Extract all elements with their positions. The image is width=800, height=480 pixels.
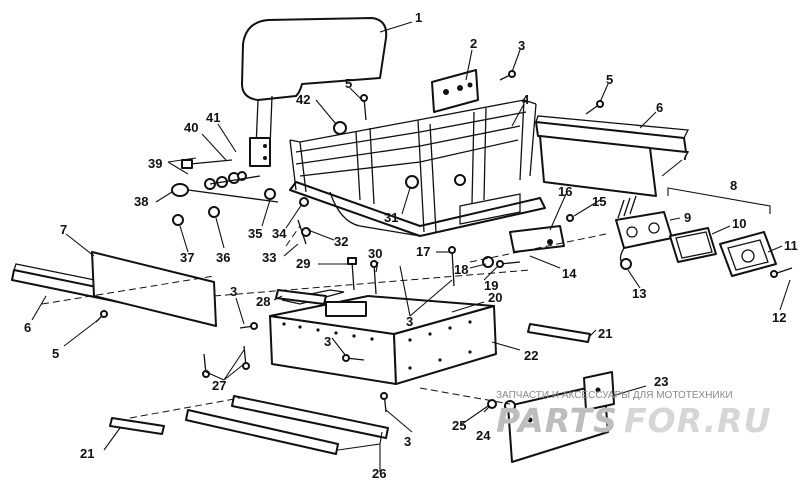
base-rivets: [282, 320, 472, 370]
callout-37: 37: [180, 250, 194, 265]
callout-26: 26: [372, 466, 386, 480]
callout-14: 14: [562, 266, 577, 281]
callout-27: 27: [212, 378, 226, 393]
callout-33: 33: [262, 250, 276, 265]
taillight-housing: [615, 211, 673, 249]
shim-left: [109, 417, 165, 435]
callout-5b: 5: [606, 72, 613, 87]
callout-6: 6: [656, 100, 663, 115]
side-flap-right: [539, 135, 657, 197]
callout-labels: 1 2 3 4 5 5 5 6 6 7 7 8 9 10 11 12 13 14…: [24, 10, 798, 480]
seat-base-box: [269, 289, 497, 385]
callout-3d: 3: [406, 314, 413, 329]
side-rail-right: [535, 115, 690, 153]
callout-23: 23: [654, 374, 668, 389]
callout-4: 4: [522, 92, 530, 107]
callout-30: 30: [368, 246, 382, 261]
watermark-brand-right: FOR.RU: [624, 401, 771, 440]
callout-25: 25: [452, 418, 466, 433]
fasteners: [95, 70, 793, 413]
side-flap-left: [91, 251, 217, 327]
callout-21: 21: [598, 326, 612, 341]
callout-7b: 7: [60, 222, 67, 237]
callout-3e: 3: [404, 434, 411, 449]
rack-frame: [289, 99, 546, 237]
watermark: ЗАПЧАСТИ И АКСЕССУАРЫ ДЛЯ МОТОТЕХНИКИ PA…: [496, 390, 771, 440]
callout-18: 18: [454, 262, 468, 277]
callout-29: 29: [296, 256, 310, 271]
callout-16: 16: [558, 184, 572, 199]
callout-3c: 3: [324, 334, 331, 349]
callout-6b: 6: [24, 320, 31, 335]
callout-15: 15: [592, 194, 606, 209]
alignment-lines: [41, 225, 607, 419]
callout-7: 7: [682, 148, 689, 163]
callout-24: 24: [476, 428, 491, 443]
callout-1: 1: [415, 10, 422, 25]
watermark-caption: ЗАПЧАСТИ И АКСЕССУАРЫ ДЛЯ МОТОТЕХНИКИ: [496, 390, 733, 401]
callout-42: 42: [296, 92, 310, 107]
callout-17: 17: [416, 244, 430, 259]
callout-22: 22: [524, 348, 538, 363]
callout-3b: 3: [230, 284, 237, 299]
callout-21b: 21: [80, 446, 94, 461]
callout-8: 8: [730, 178, 737, 193]
callout-41: 41: [206, 110, 220, 125]
callout-12: 12: [772, 310, 786, 325]
skid-rails: [185, 395, 389, 455]
callout-28: 28: [256, 294, 270, 309]
watermark-brand-left: PARTS: [496, 401, 618, 440]
callout-38: 38: [134, 194, 148, 209]
callout-10: 10: [732, 216, 746, 231]
taillight-gasket: [669, 227, 717, 263]
callout-9: 9: [684, 210, 691, 225]
backrest-bracket: [431, 69, 479, 113]
callout-5c: 5: [52, 346, 59, 361]
callout-3: 3: [518, 38, 525, 53]
callout-35: 35: [248, 226, 262, 241]
callout-34: 34: [272, 226, 287, 241]
callout-13: 13: [632, 286, 646, 301]
callout-40: 40: [184, 120, 198, 135]
license-plate-bracket: [504, 371, 615, 463]
group-bracket-8: [667, 187, 771, 214]
backrest: [241, 17, 388, 167]
callout-31: 31: [384, 210, 398, 225]
callout-39: 39: [148, 156, 162, 171]
callout-20: 20: [488, 290, 502, 305]
callout-36: 36: [216, 250, 230, 265]
callout-32: 32: [334, 234, 348, 249]
shim-right: [527, 323, 591, 343]
callout-11: 11: [784, 238, 798, 253]
leader-lines: [31, 21, 791, 472]
taillight-lens: [719, 231, 777, 277]
callout-2: 2: [470, 36, 477, 51]
callout-19: 19: [484, 278, 498, 293]
callout-5: 5: [345, 76, 352, 91]
